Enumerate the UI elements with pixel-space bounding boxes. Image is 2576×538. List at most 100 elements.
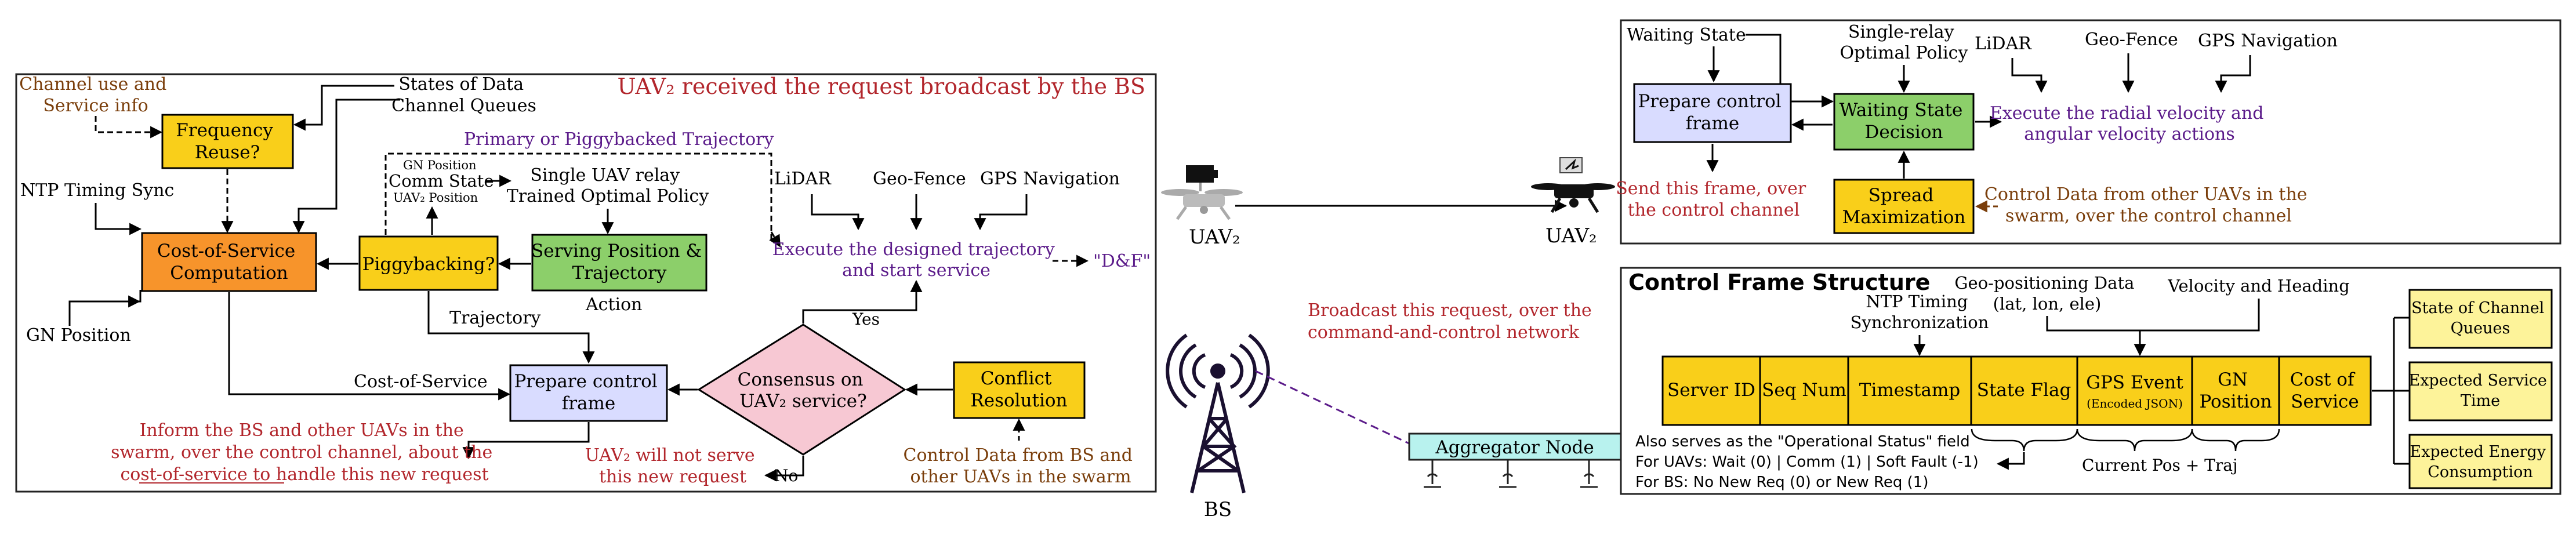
geo-fence-text: Geo-Fence xyxy=(873,169,966,189)
execute-trajectory-text: Execute the designed trajectory and star… xyxy=(772,239,1061,281)
aggregator-node-label: Aggregator Node xyxy=(1435,437,1594,458)
cost-of-service-computation-label: Cost-of-Service Computation xyxy=(157,241,301,283)
frame-to-inform-arrow xyxy=(462,422,590,460)
field-gn-position-label: GN Position xyxy=(2199,369,2272,412)
broadcast-text: Broadcast this request, over the command… xyxy=(1308,300,1597,343)
trajectory-arrow xyxy=(427,291,595,364)
bs-tower-icon xyxy=(1166,333,1270,493)
tr-lidar-text: LiDAR xyxy=(1975,34,2032,54)
waiting-state-text: Waiting State xyxy=(1627,25,1746,45)
side-box-bracket xyxy=(2393,317,2410,465)
spread-maximization-box xyxy=(1833,179,1975,234)
velocity-heading-text: Velocity and Heading xyxy=(2167,276,2350,296)
side-box-service-time-label: Expected Service Time xyxy=(2409,372,2552,410)
bs-label: BS xyxy=(1204,498,1232,521)
operational-status-text: Also serves as the "Operational Status" … xyxy=(1635,433,1970,450)
current-pos-traj-text: Current Pos + Traj xyxy=(2082,456,2238,475)
ntp-timing-sync-text: NTP Timing Sync xyxy=(20,180,174,201)
tr-geo-fence-text: Geo-Fence xyxy=(2085,30,2178,50)
yes-arrow xyxy=(802,279,923,323)
action-text: Action xyxy=(585,295,643,315)
control-data-uavs-text: Control Data from other UAVs in the swar… xyxy=(1984,184,2313,226)
control-frame-panel-border xyxy=(1620,267,2562,495)
consensus-diamond xyxy=(697,323,906,456)
lidar-arrow xyxy=(811,194,865,231)
conflict-resolution-box xyxy=(953,361,1086,419)
conflict-resolution-label: Conflict Resolution xyxy=(970,368,1067,411)
send-frame-text: Send this frame, over the control channe… xyxy=(1616,179,1812,220)
ntp-timing-text: NTP Timing Synchronization xyxy=(1851,292,1989,332)
gps-arrow xyxy=(974,194,1028,231)
frequency-reuse-box xyxy=(161,114,294,169)
tr-prepare-control-frame-box xyxy=(1633,83,1792,143)
prepare-control-frame-box xyxy=(509,364,668,422)
single-uav-relay-text: Single UAV relay Trained Optimal Policy xyxy=(507,165,709,206)
uav-right-label: UAV₂ xyxy=(1545,224,1597,248)
field-gn-position xyxy=(2191,355,2280,426)
tr-gps-arrow xyxy=(2215,55,2251,93)
drone-right-icon xyxy=(1531,157,1615,213)
field-cost-of-service-label: Cost of Service xyxy=(2290,369,2360,412)
field-state-flag-label: State Flag xyxy=(1977,380,2071,401)
comm-state-text: Comm State xyxy=(389,171,494,191)
channel-use-info-text: Channel use and Service info xyxy=(19,74,172,116)
tr-prepare-control-frame-label: Prepare control frame xyxy=(1638,91,1787,134)
single-relay-policy-text: Single-relay Optimal Policy xyxy=(1840,22,1968,63)
prepare-control-frame-label: Prepare control frame xyxy=(514,371,663,414)
field-gps-event-label: GPS Event xyxy=(2086,372,2183,393)
gn-position-input-text: GN Position xyxy=(26,325,131,346)
left-panel: UAV₂ received the request broadcast by t… xyxy=(15,73,1157,493)
side-box-energy-label: Expected Energy Consumption xyxy=(2410,443,2550,481)
geo-positioning-text: Geo-positioning Data (lat, lon, ele) xyxy=(1954,273,2139,314)
side-box-channel-queues-label: State of Channel Queues xyxy=(2411,299,2549,337)
field-timestamp xyxy=(1847,355,1972,426)
piggybacking-label: Piggybacking? xyxy=(362,254,495,275)
side-box-service-time xyxy=(2408,361,2553,421)
uav-left-label: UAV₂ xyxy=(1189,226,1240,249)
geo-arrow xyxy=(2046,316,2146,357)
state-flag-note-arrow xyxy=(1996,452,2025,470)
cost-of-service-arrow xyxy=(228,292,511,401)
cost-of-service-text: Cost-of-Service xyxy=(354,372,488,392)
tr-gps-navigation-text: GPS Navigation xyxy=(2198,31,2338,51)
states-of-data-queues-text: States of Data Channel Queues xyxy=(391,74,536,116)
execute-velocity-text: Execute the radial velocity and angular … xyxy=(1990,103,2269,144)
frequency-reuse-label: Frequency Reuse? xyxy=(176,120,279,163)
gn-position-brace xyxy=(2191,428,2280,452)
piggybacking-box xyxy=(358,235,499,291)
channel-info-arrow xyxy=(95,116,163,139)
will-not-serve-text: UAV₂ will not serve this new request xyxy=(585,445,760,487)
serving-position-label: Serving Position & Trajectory xyxy=(531,241,708,283)
gps-navigation-text: GPS Navigation xyxy=(980,169,1120,189)
gn-position-line xyxy=(68,290,142,326)
left-panel-border xyxy=(15,73,1157,493)
gps-event-brace xyxy=(2076,428,2193,452)
top-right-panel-border xyxy=(1620,19,2562,245)
drone-left-icon xyxy=(1161,165,1243,220)
side-box-channel-queues xyxy=(2408,289,2553,349)
field-gps-event xyxy=(2076,355,2193,426)
field-timestamp-label: Timestamp xyxy=(1859,380,1960,401)
no-arrow xyxy=(764,456,804,482)
field-server-id xyxy=(1661,355,1761,426)
no-label: No xyxy=(774,466,798,485)
ground-node-icons xyxy=(1424,460,1598,488)
control-frame-panel: Control Frame Structure NTP Timing Synch… xyxy=(1620,267,2562,495)
field-seq-num-label: Seq Num xyxy=(1762,380,1846,401)
queues-to-freq-arrow xyxy=(293,85,394,131)
velocity-line xyxy=(2140,299,2260,332)
trajectory-text: Trajectory xyxy=(449,308,541,328)
spread-maximization-label: Spread Maximization xyxy=(1842,185,1966,228)
waiting-state-decision-label: Waiting State Decision xyxy=(1840,100,1968,143)
uav2-position-small-text: UAV₂ Position xyxy=(393,191,478,205)
trajectory-dashed-line xyxy=(384,152,772,243)
trajectory-to-execute-arrow xyxy=(769,231,781,248)
inform-bs-text: Inform the BS and other UAVs in the swar… xyxy=(111,420,498,485)
waiting-state-decision-box xyxy=(1833,93,1975,151)
ntp-arrow xyxy=(95,203,142,235)
queues-to-computation-arrow xyxy=(292,99,400,234)
lidar-text: LiDAR xyxy=(774,169,832,189)
uav-states-text: For UAVs: Wait (0) | Comm (1) | Soft Fau… xyxy=(1635,453,1979,471)
tr-lidar-arrow xyxy=(2011,58,2048,93)
